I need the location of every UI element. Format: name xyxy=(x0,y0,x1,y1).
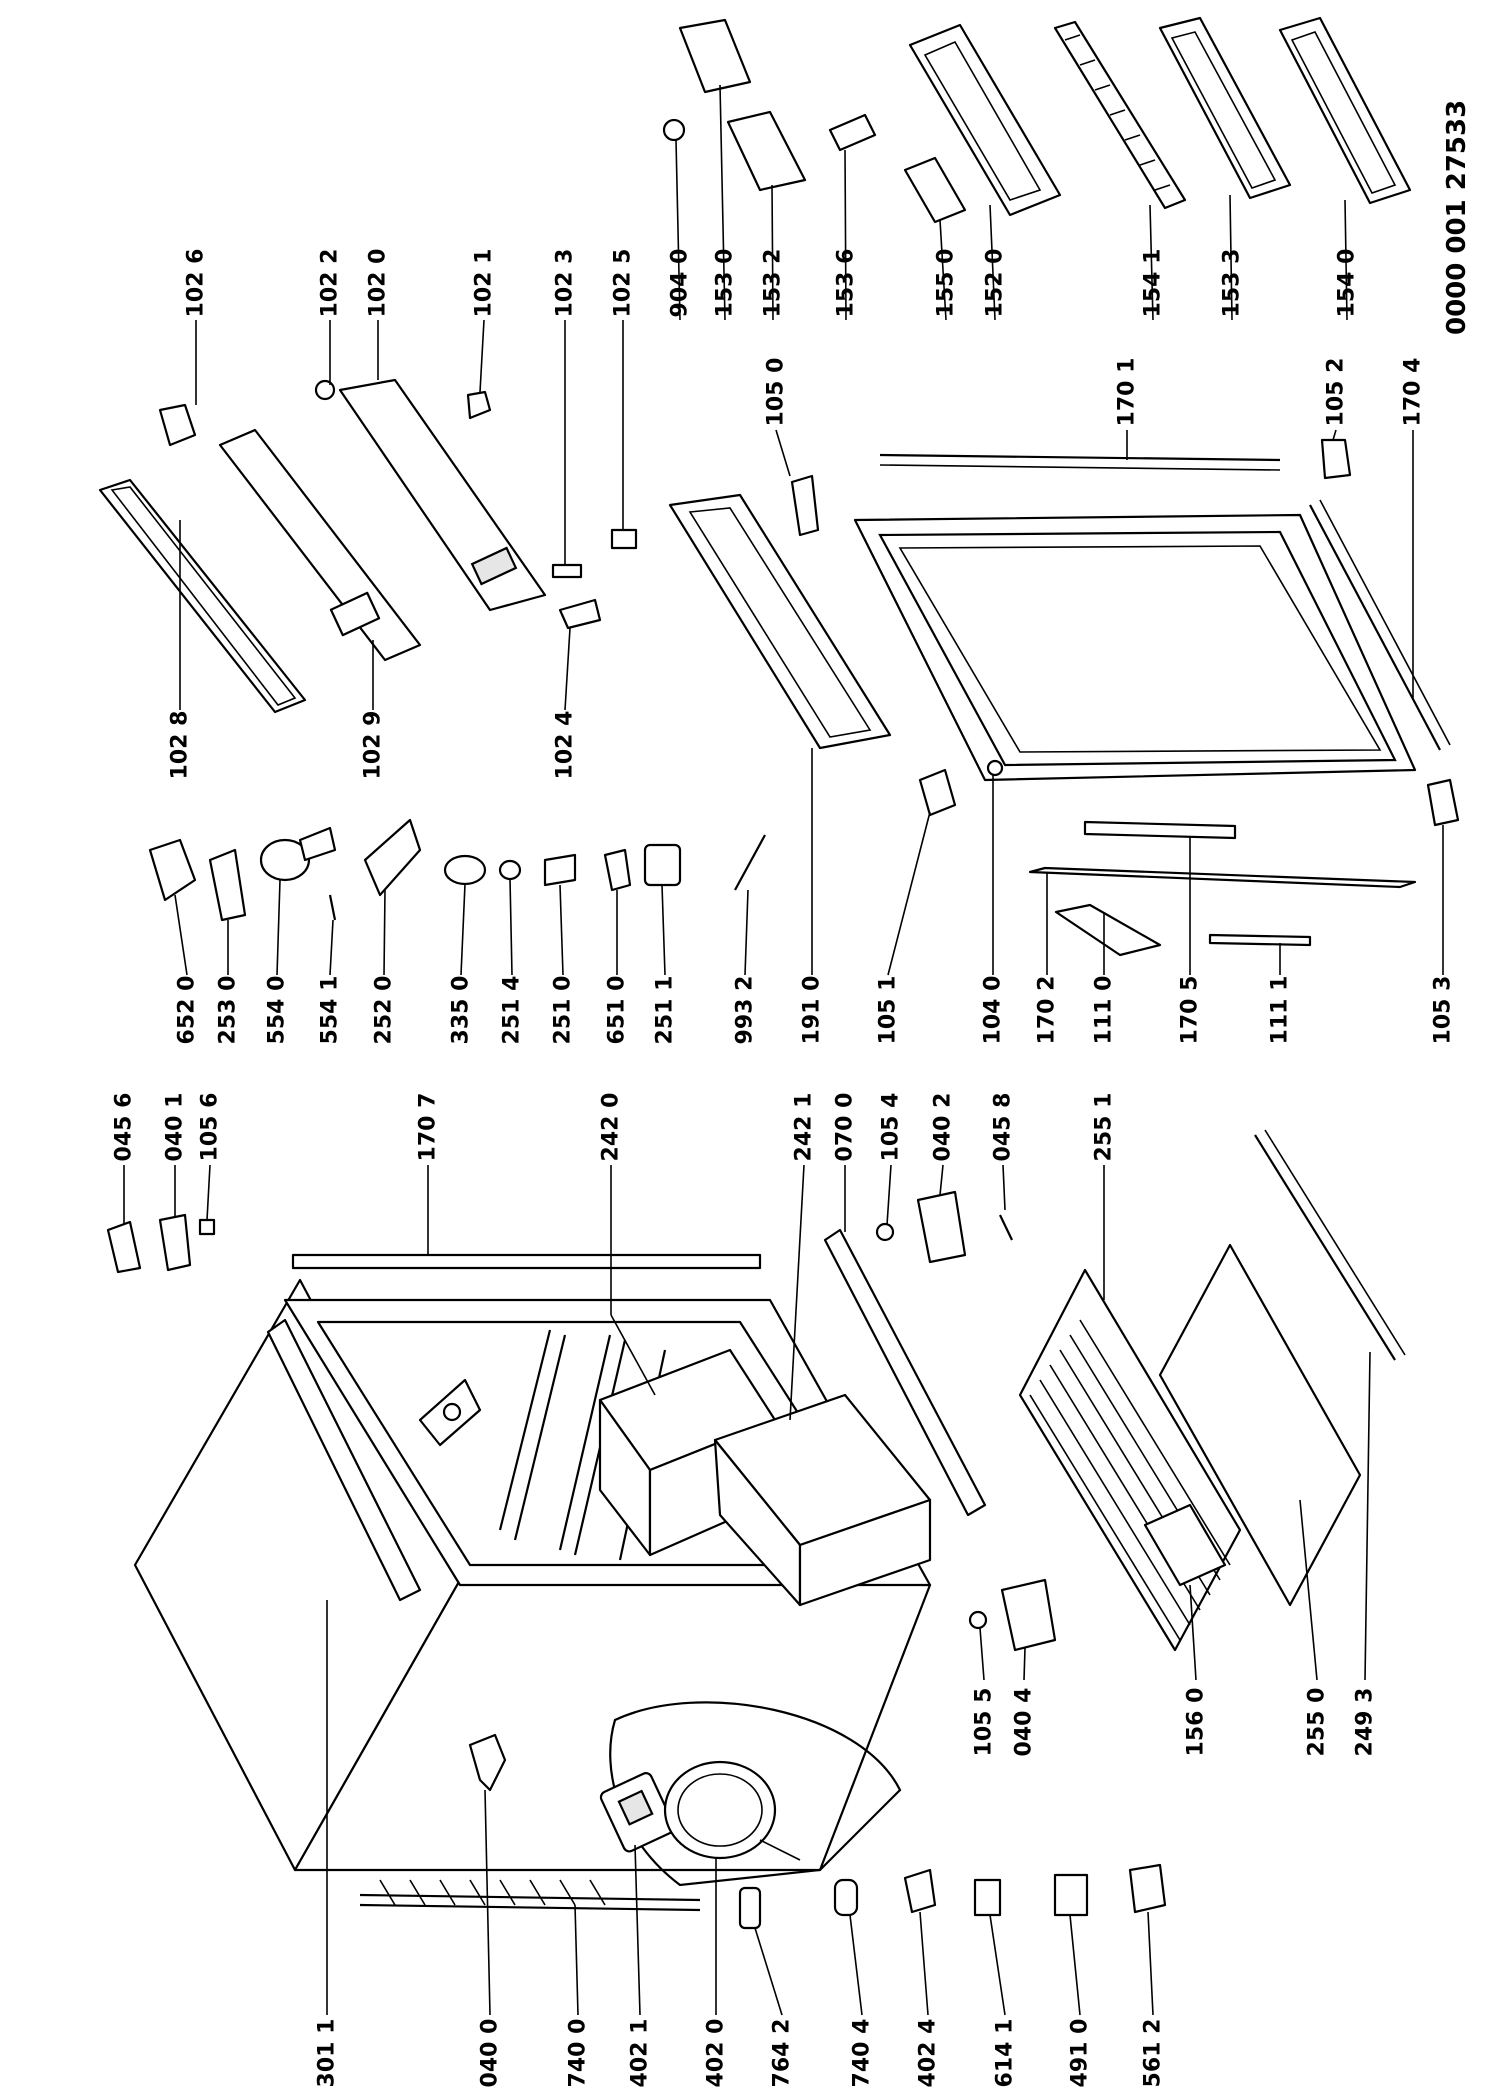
part-label-155-0: 155 0 xyxy=(934,249,959,318)
part-label-153-0: 153 0 xyxy=(713,249,738,318)
part-labels: 102 6 102 2 102 0 102 1 102 3 102 5 904 0 153 0… xyxy=(112,249,1456,2088)
cabinet-assembly xyxy=(133,1228,987,1912)
part-label-255-1: 255 1 xyxy=(1092,1093,1117,1162)
part-label-491-0: 491 0 xyxy=(1068,2019,1093,2088)
part-label-105-5: 105 5 xyxy=(972,1688,997,1757)
part-label-153-6: 153 6 xyxy=(834,249,859,318)
part-label-170-7: 170 7 xyxy=(416,1093,441,1162)
part-label-335-0: 335 0 xyxy=(449,976,474,1045)
part-label-111-0: 111 0 xyxy=(1092,976,1117,1045)
part-label-040-4: 040 4 xyxy=(1012,1688,1037,1757)
part-label-249-3: 249 3 xyxy=(1353,1688,1378,1757)
part-label-040-2: 040 2 xyxy=(931,1093,956,1162)
leader-lines xyxy=(123,84,1444,2016)
part-label-652-0: 652 0 xyxy=(175,976,200,1045)
part-label-993-2: 993 2 xyxy=(733,976,758,1045)
part-label-402-0: 402 0 xyxy=(704,2019,729,2088)
part-label-105-6: 105 6 xyxy=(198,1093,223,1162)
control-parts xyxy=(148,818,766,922)
part-label-255-0: 255 0 xyxy=(1305,1688,1330,1757)
part-label-191-0: 191 0 xyxy=(800,976,825,1045)
door-bins xyxy=(662,16,1412,224)
part-label-040-1: 040 1 xyxy=(163,1093,188,1162)
hardware-parts xyxy=(106,1190,1167,1930)
part-label-764-2: 764 2 xyxy=(770,2019,795,2088)
part-label-904-0: 904 0 xyxy=(668,249,693,318)
document-code-group: 0000 001 27533 xyxy=(1442,100,1472,335)
shelves xyxy=(1018,1129,1406,1652)
part-label-045-8: 045 8 xyxy=(991,1093,1016,1162)
part-label-252-0: 252 0 xyxy=(372,976,397,1045)
part-label-253-0: 253 0 xyxy=(216,976,241,1045)
part-label-153-2: 153 2 xyxy=(761,249,786,318)
part-label-242-0: 242 0 xyxy=(599,1093,624,1162)
part-label-102-2: 102 2 xyxy=(318,249,343,318)
part-label-102-1: 102 1 xyxy=(472,249,497,318)
part-label-102-8: 102 8 xyxy=(168,711,193,780)
part-label-614-1: 614 1 xyxy=(993,2019,1018,2088)
part-label-740-0: 740 0 xyxy=(566,2019,591,2088)
part-label-105-2: 105 2 xyxy=(1324,358,1349,427)
part-label-554-1: 554 1 xyxy=(318,976,343,1045)
part-label-242-1: 242 1 xyxy=(792,1093,817,1162)
part-label-170-1: 170 1 xyxy=(1115,358,1140,427)
part-label-153-3: 153 3 xyxy=(1220,249,1245,318)
part-label-170-5: 170 5 xyxy=(1178,976,1203,1045)
part-label-102-5: 102 5 xyxy=(611,249,636,318)
part-label-102-3: 102 3 xyxy=(553,249,578,318)
part-label-251-1: 251 1 xyxy=(653,976,678,1045)
part-label-170-4: 170 4 xyxy=(1401,358,1426,427)
document-code: 0000 001 27533 xyxy=(1442,100,1472,335)
part-label-170-2: 170 2 xyxy=(1035,976,1060,1045)
part-label-105-1: 105 1 xyxy=(876,976,901,1045)
part-label-301-1: 301 1 xyxy=(315,2019,340,2088)
part-label-070-0: 070 0 xyxy=(833,1093,858,1162)
freezer-parts xyxy=(98,378,638,714)
part-label-554-0: 554 0 xyxy=(265,976,290,1045)
part-label-102-4: 102 4 xyxy=(553,711,578,780)
part-label-102-9: 102 9 xyxy=(361,711,386,780)
part-label-111-1: 111 1 xyxy=(1268,976,1293,1045)
part-label-105-4: 105 4 xyxy=(879,1093,904,1162)
part-label-104-0: 104 0 xyxy=(981,976,1006,1045)
part-label-045-6: 045 6 xyxy=(112,1093,137,1162)
part-label-651-0: 651 0 xyxy=(605,976,630,1045)
part-label-740-4: 740 4 xyxy=(850,2019,875,2088)
part-label-402-1: 402 1 xyxy=(628,2019,653,2088)
part-label-561-2: 561 2 xyxy=(1141,2019,1166,2088)
part-label-105-0: 105 0 xyxy=(764,358,789,427)
part-label-251-4: 251 4 xyxy=(500,976,525,1045)
part-label-105-3: 105 3 xyxy=(1431,976,1456,1045)
part-label-040-0: 040 0 xyxy=(478,2019,503,2088)
part-label-102-0: 102 0 xyxy=(366,249,391,318)
part-label-251-0: 251 0 xyxy=(551,976,576,1045)
part-label-154-1: 154 1 xyxy=(1141,249,1166,318)
part-label-102-6: 102 6 xyxy=(184,249,209,318)
door-assembly xyxy=(668,438,1460,957)
part-label-152-0: 152 0 xyxy=(983,249,1008,318)
part-label-156-0: 156 0 xyxy=(1184,1688,1209,1757)
part-label-154-0: 154 0 xyxy=(1335,249,1360,318)
part-label-402-4: 402 4 xyxy=(916,2019,941,2088)
